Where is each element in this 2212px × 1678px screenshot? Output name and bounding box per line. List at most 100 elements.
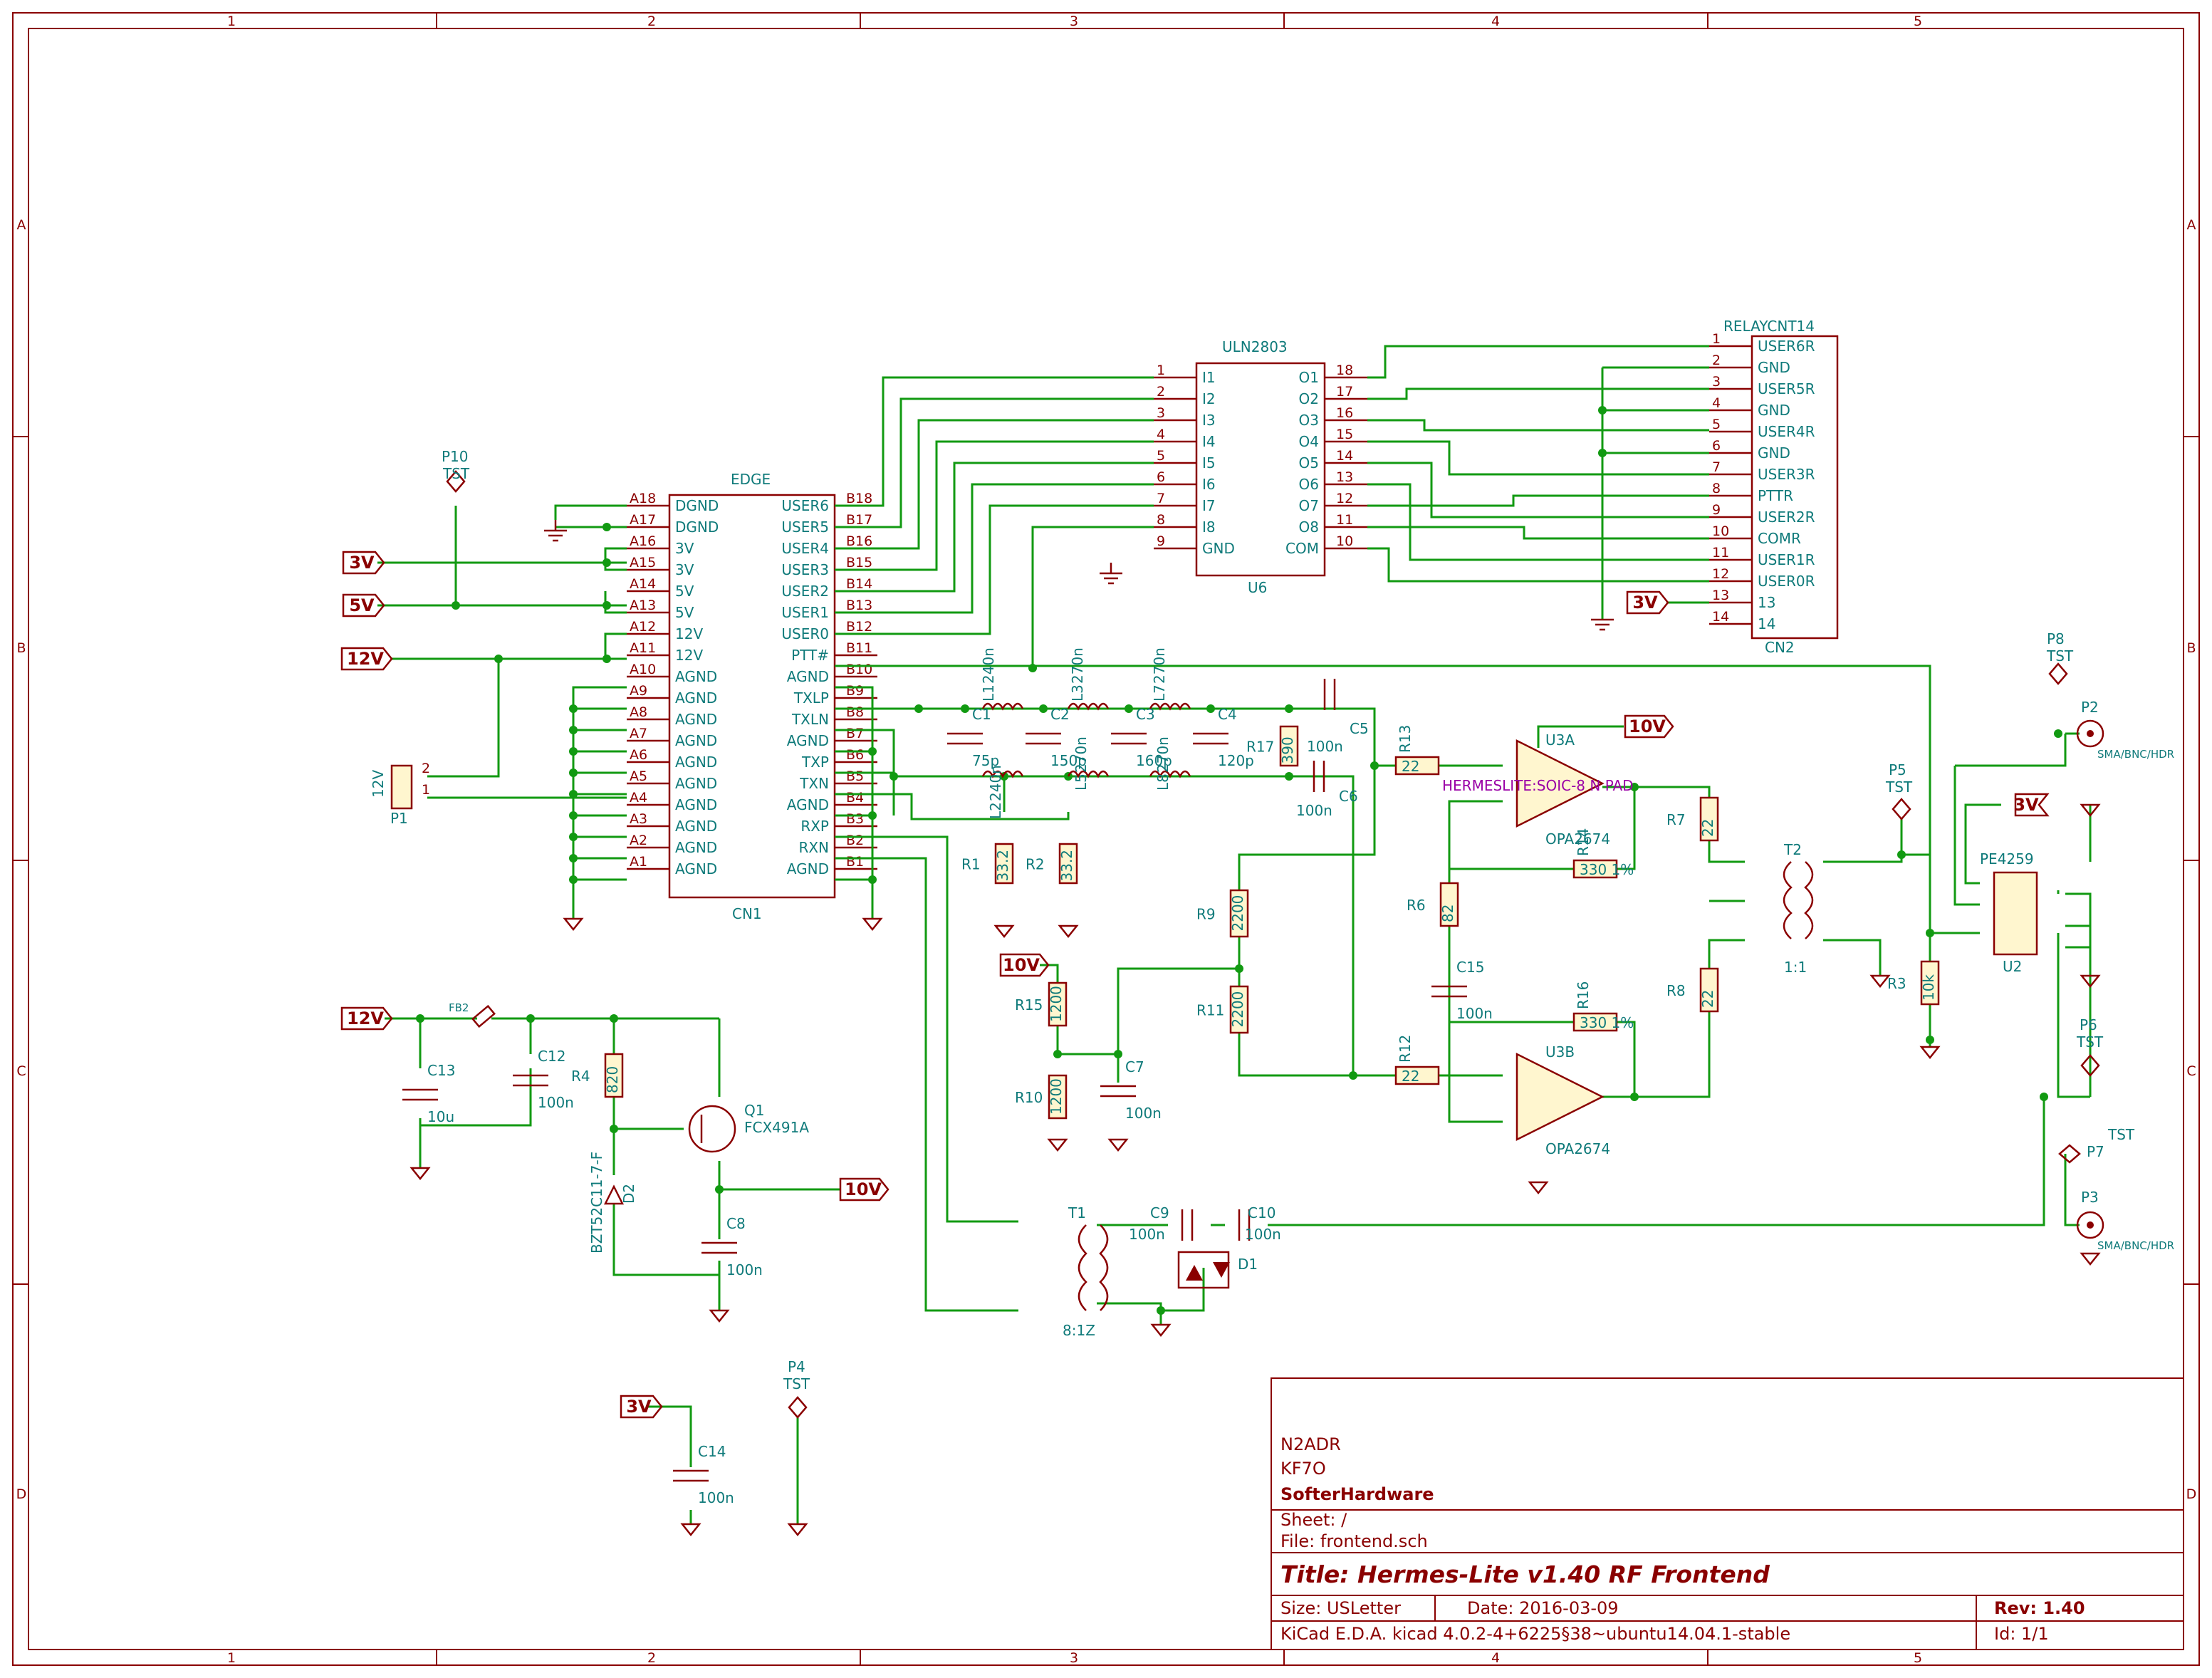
pin-name: O5 xyxy=(1299,454,1319,471)
pin-number: B16 xyxy=(846,533,872,549)
pin-number: A12 xyxy=(630,619,656,635)
pin-number: 7 xyxy=(1712,459,1721,475)
resistor-value: 2200 xyxy=(1229,895,1246,932)
opamp-u3b: U3B OPA2674 xyxy=(1515,1043,1610,1157)
ground-symbols xyxy=(409,520,2101,1537)
coax-connector-p3: P3 SMA/BNC/HDR xyxy=(2076,1189,2174,1252)
pin-name: COM xyxy=(1285,540,1319,557)
tb-title: Title: Hermes-Lite v1.40 RF Frontend xyxy=(1280,1560,1770,1588)
pin-number: A4 xyxy=(630,790,647,806)
pin-name: I4 xyxy=(1202,433,1216,450)
pin-number: 6 xyxy=(1157,469,1165,485)
pin-name: I5 xyxy=(1202,454,1216,471)
resistor-r14: 330 1% R14 xyxy=(1572,828,1634,879)
cap-value: 150p xyxy=(1050,752,1087,769)
cap-ref: C8 xyxy=(726,1215,746,1232)
resistor-value: 33.2 xyxy=(994,850,1011,882)
resistor-value: 1200 xyxy=(1048,1078,1065,1115)
u3b-value: OPA2674 xyxy=(1545,1140,1610,1157)
resistor-body xyxy=(1229,985,1249,1034)
cap-value: 75p xyxy=(972,752,999,769)
resistor-value: 22 xyxy=(1402,1068,1419,1085)
resistor-body xyxy=(1279,725,1299,767)
d2-ref: D2 xyxy=(620,1184,637,1204)
pin-name: AGND xyxy=(675,754,717,771)
cn1-ref: CN1 xyxy=(732,905,762,922)
inductor-ref: L3 xyxy=(1069,684,1086,702)
resistor-body xyxy=(1048,1074,1068,1120)
pin-name: 5V xyxy=(675,604,694,621)
resistor-value: 330 1% xyxy=(1580,1014,1634,1031)
pin-number: B2 xyxy=(846,833,864,848)
tb-id: Id: 1/1 xyxy=(1994,1624,2049,1644)
opamp-u3a: U3A OPA2674 HERMESLITE:SOIC-8 N PAD xyxy=(1442,731,1634,848)
col-label: 2 xyxy=(647,14,656,29)
cn2-name: RELAYCNT14 xyxy=(1723,318,1815,335)
pin-number: A16 xyxy=(630,533,656,549)
pin-number: 4 xyxy=(1712,395,1721,411)
resistor-r1: 33.2R1 xyxy=(961,843,1014,885)
row-label: D xyxy=(2186,1486,2197,1502)
pin-number: 12 xyxy=(1336,491,1353,506)
pin-name: USER3 xyxy=(781,561,829,578)
pin-name: I6 xyxy=(1202,476,1216,493)
inductor-coil xyxy=(1149,702,1191,711)
pin-name: USER0R xyxy=(1758,573,1815,590)
resistor-ref: R9 xyxy=(1196,906,1216,923)
row-label: D xyxy=(16,1486,27,1502)
resistor-body xyxy=(1229,889,1249,938)
test-points: P10 TST P8 TST P5 TST P6 TST P7 TST P4 T… xyxy=(442,448,2135,1419)
resistor-r9: 2200 R9 xyxy=(1196,889,1249,938)
col-label: 5 xyxy=(1914,14,1922,29)
pin-name: AGND xyxy=(675,860,717,877)
resistor-ref: R7 xyxy=(1666,811,1686,828)
cap-value: 100n xyxy=(698,1489,734,1506)
resistor-value: 820 xyxy=(604,1066,621,1093)
net-label-3v: 3V xyxy=(2013,795,2039,815)
t1-value: 8:1Z xyxy=(1063,1322,1095,1339)
cap-value: 100n xyxy=(1129,1226,1165,1243)
pin-number: B18 xyxy=(846,491,872,506)
transistor-q1: Q1 FCX491A xyxy=(688,1102,809,1153)
pin-name: USER5R xyxy=(1758,380,1815,397)
inductor-value: 270n xyxy=(1154,736,1172,773)
pin-name: I8 xyxy=(1202,518,1216,536)
inductor-value: 270n xyxy=(1069,647,1086,684)
ferrite-fb2: FB2 xyxy=(449,1001,496,1028)
resistor-value: 22 xyxy=(1699,990,1716,1008)
u6-ref: U6 xyxy=(1248,579,1267,596)
pin-name: PTT# xyxy=(791,647,829,664)
pin-name: 13 xyxy=(1758,594,1775,611)
col-label: 3 xyxy=(1070,14,1078,29)
cap-ref: C4 xyxy=(1218,706,1237,723)
resistor-value: 10k xyxy=(1920,974,1937,1001)
pin-name: AGND xyxy=(675,668,717,685)
pin-name: AGND xyxy=(675,689,717,707)
pin-number: B6 xyxy=(846,747,864,763)
inductor-coil xyxy=(1067,702,1110,711)
pin-name: O4 xyxy=(1299,433,1319,450)
cap-ref: C5 xyxy=(1350,720,1369,737)
pin-name: USER1 xyxy=(781,604,829,621)
resistor-value: 82 xyxy=(1439,905,1456,922)
cap-value: 100n xyxy=(538,1094,574,1111)
net-labels: 3V 5V 12V 10V 3V 3V 10V 12V 10V 3V xyxy=(340,551,2050,1419)
diode-pair-d1: D1 xyxy=(1177,1251,1258,1289)
resistor-value: 330 1% xyxy=(1580,861,1634,878)
tb-file: File: frontend.sch xyxy=(1280,1531,1428,1551)
pin-number: A10 xyxy=(630,662,656,677)
resistor-ref: R14 xyxy=(1575,828,1592,856)
inductor-value: 240n xyxy=(987,765,1004,801)
inductor-value: 240n xyxy=(980,647,997,684)
inductor-ref: L7 xyxy=(1151,684,1168,702)
pin-number: 1 xyxy=(1712,331,1721,347)
net-label-3v: 3V xyxy=(349,553,375,573)
inductor-coil xyxy=(981,702,1024,711)
pin-number: 18 xyxy=(1336,363,1353,378)
